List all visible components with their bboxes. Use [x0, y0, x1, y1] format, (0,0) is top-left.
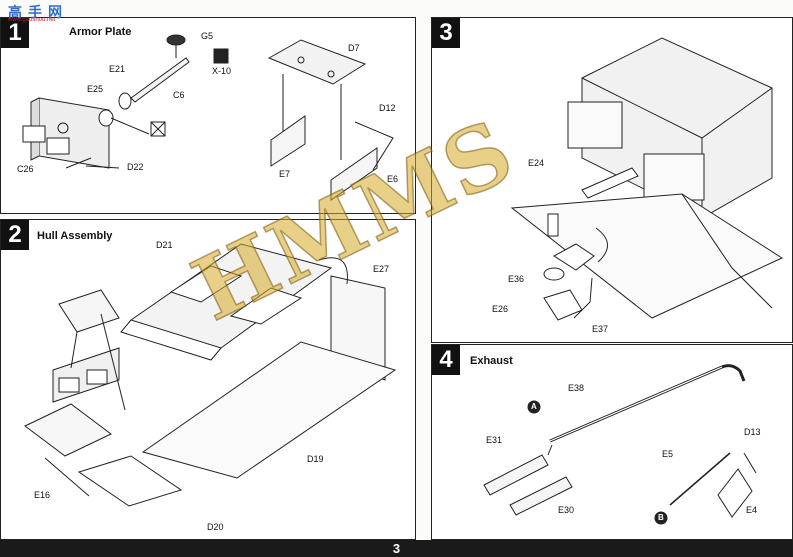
- label-c6: C6: [173, 90, 185, 100]
- step-1-diagram: [22, 34, 394, 201]
- label-e38: E38: [568, 383, 585, 393]
- label-d20: D20: [207, 522, 224, 532]
- page-footer: 3: [0, 540, 793, 557]
- label-c26: C26: [17, 164, 34, 174]
- step-4-title: Exhaust: [470, 355, 513, 367]
- step-1-title: Armor Plate: [69, 26, 132, 38]
- label-x10: X-10: [212, 66, 232, 76]
- label-d21: D21: [156, 240, 173, 250]
- label-d22: D22: [127, 162, 144, 172]
- label-e4: E4: [746, 505, 758, 515]
- step-2-title: Hull Assembly: [37, 230, 113, 242]
- step-4-diagram: [483, 364, 757, 525]
- page-number: 3: [392, 541, 401, 556]
- step-3-diagram: [510, 37, 784, 321]
- step-3-number: 3: [432, 18, 460, 48]
- label-e21: E21: [109, 64, 126, 74]
- site-logo-url: www.gaoshou.net: [8, 17, 56, 23]
- step-3-panel: 3: [431, 17, 793, 343]
- label-e5: E5: [662, 449, 674, 459]
- label-e16: E16: [34, 490, 51, 500]
- step-1-panel: 1 Armor Plate: [0, 17, 416, 214]
- label-d12: D12: [379, 103, 396, 113]
- label-b: B: [658, 513, 664, 522]
- label-d19: D19: [307, 454, 324, 464]
- label-e6: E6: [387, 174, 399, 184]
- label-a: A: [531, 402, 537, 411]
- label-e30: E30: [558, 505, 575, 515]
- step-2-number: 2: [1, 220, 29, 250]
- site-logo-text: 高手网: [8, 5, 68, 21]
- label-d13: D13: [744, 427, 761, 437]
- label-e26: E26: [492, 304, 509, 314]
- label-e37: E37: [592, 324, 609, 334]
- label-e7: E7: [279, 169, 291, 179]
- label-e25: E25: [87, 84, 104, 94]
- step-4-panel: 4 Exhaust E38 A E31 E30 E5 D13 B E4: [431, 344, 793, 540]
- step-2-panel: 2 Hull Assembly: [0, 219, 416, 540]
- label-g5: G5: [201, 31, 214, 41]
- label-d7: D7: [348, 43, 360, 53]
- label-e24: E24: [528, 158, 545, 168]
- label-e36: E36: [508, 274, 525, 284]
- step-2-diagram: [24, 243, 397, 507]
- step-4-number: 4: [432, 345, 460, 375]
- label-e31: E31: [486, 435, 503, 445]
- site-logo: 高手网 www.gaoshou.net: [2, 2, 72, 24]
- label-e27: E27: [373, 264, 390, 274]
- step-1-number: 1: [1, 18, 29, 48]
